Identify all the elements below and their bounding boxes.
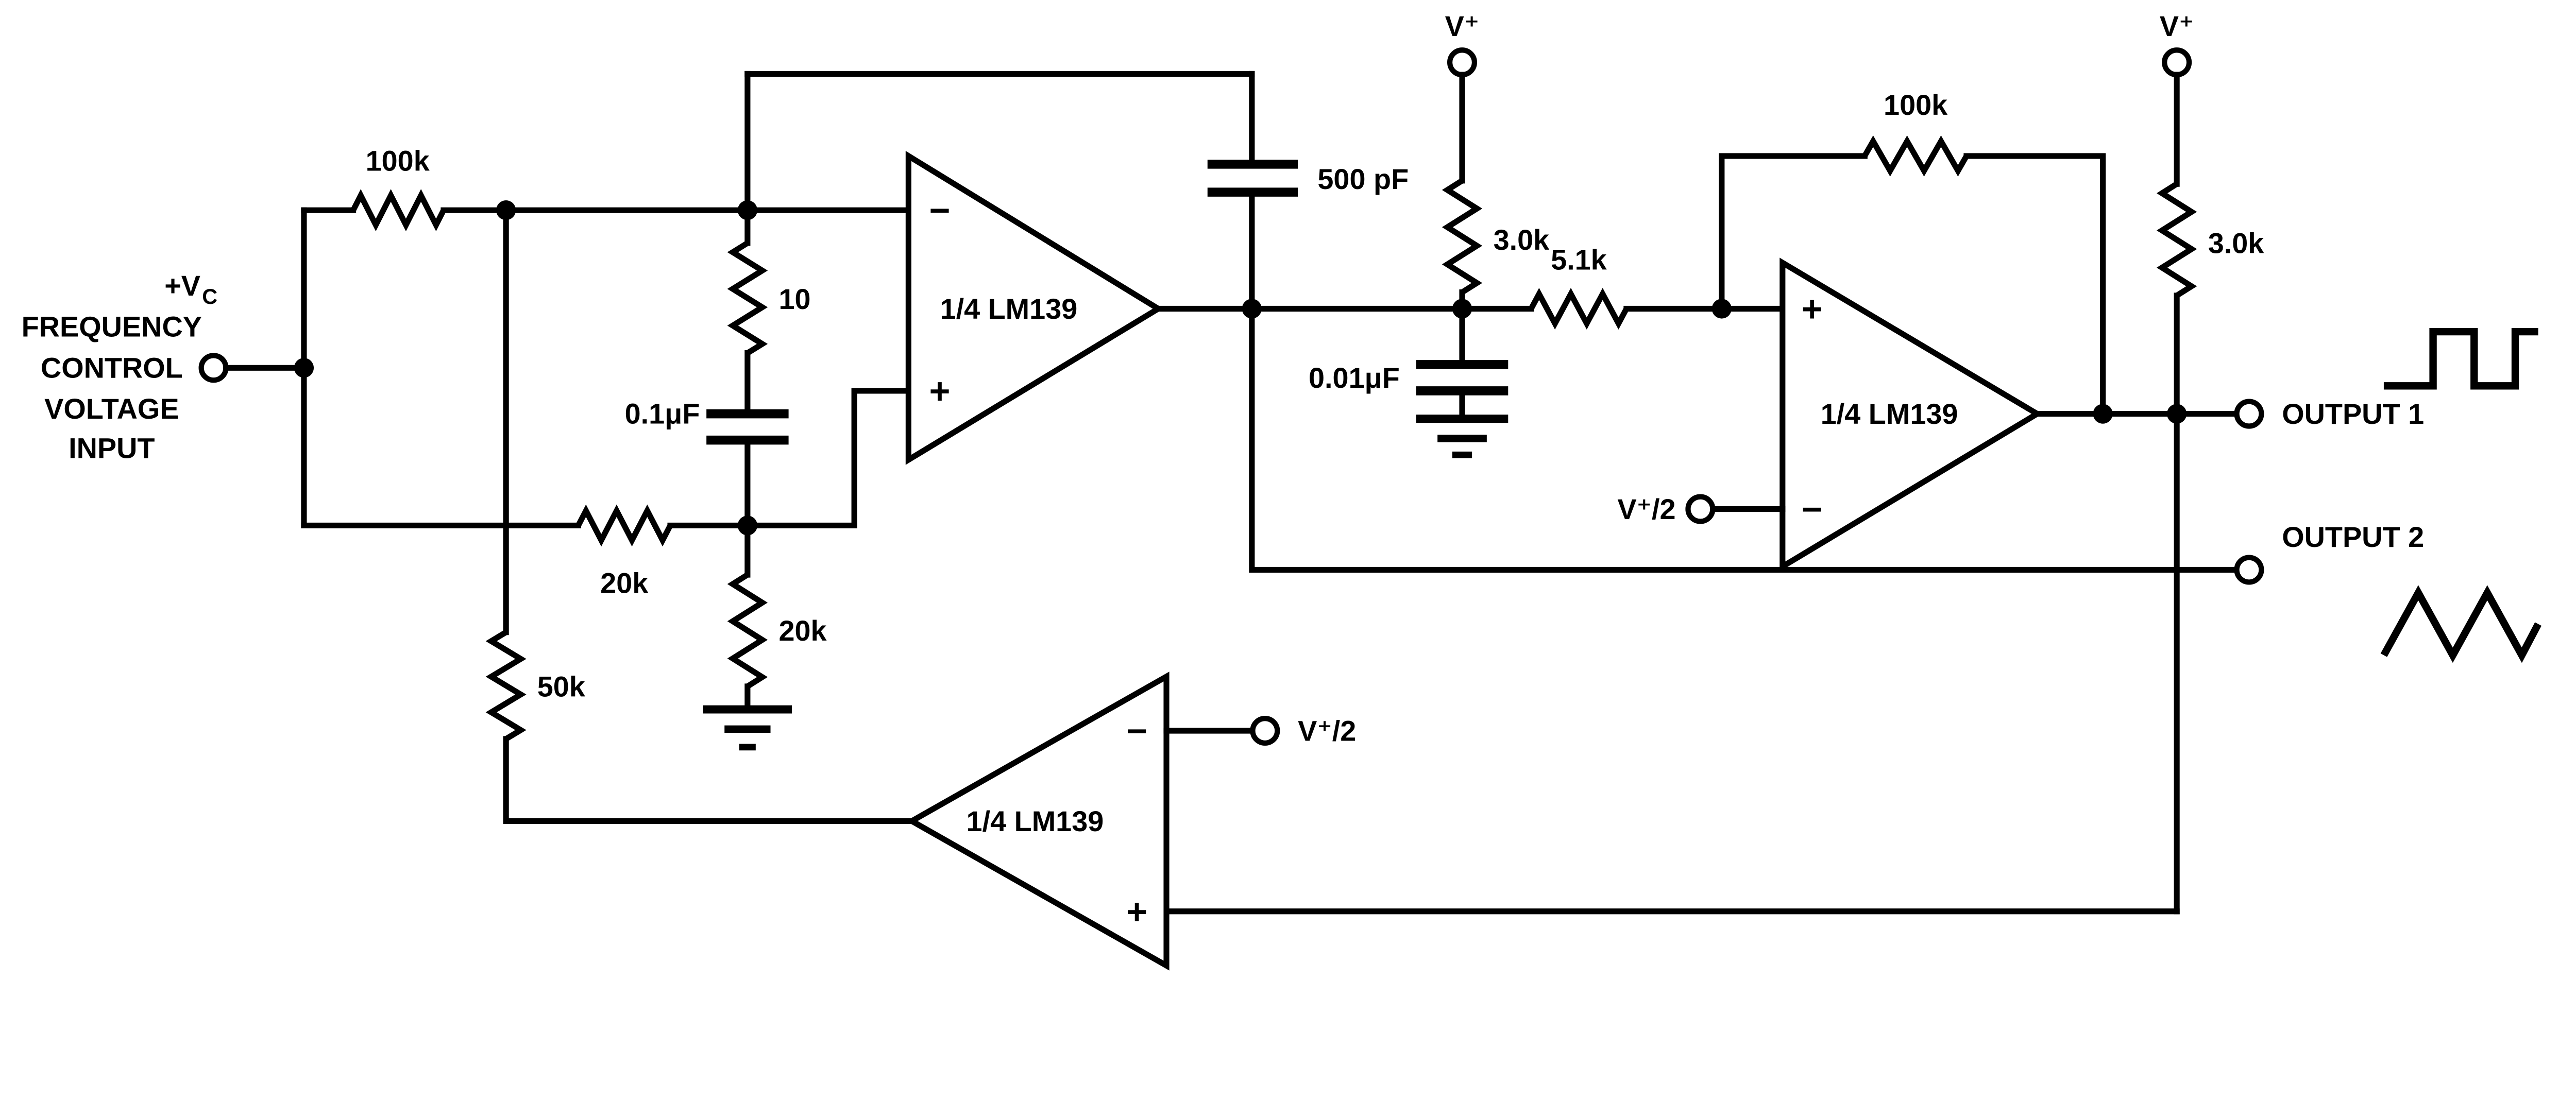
opamp2-label: 1/4 LM139: [1821, 398, 1958, 430]
input-label-line3: VOLTAGE: [44, 392, 179, 425]
wire: [1249, 305, 2239, 573]
resistor-zigzag: [1442, 178, 1483, 295]
resistor-100k-label: 100k: [366, 145, 430, 177]
opamp-triangle-icon: [905, 150, 1164, 465]
resistor-5k1-label: 5.1k: [1551, 243, 1607, 276]
opamp-triangle-icon: [1780, 257, 2043, 572]
resistor-100k-fb-label: 100k: [1884, 89, 1948, 121]
vhalf1-terminal-icon: [1685, 494, 1716, 524]
resistor-10-label: 10: [778, 283, 810, 315]
opamp-triangle-icon: [906, 672, 1170, 971]
resistor-50k-branch: 50k: [485, 207, 915, 824]
input-label-line4: INPUT: [69, 432, 155, 465]
plus-input-symbol: +: [929, 370, 950, 411]
comparator-3: − + 1/4 LM139 V⁺/2: [906, 672, 1356, 971]
comp1-output-row: 5.1k: [1155, 243, 1786, 330]
resistor-zigzag: [485, 629, 527, 742]
ground-icon: [703, 705, 792, 751]
row-20k-horizontal: 20k: [301, 388, 911, 599]
supply-column-1: V⁺ 3.0k 0.01μF: [1309, 10, 1550, 458]
junction-dot: [2093, 404, 2113, 424]
output1-label: OUTPUT 1: [2282, 398, 2424, 430]
vplus2-label: V⁺: [2160, 10, 2194, 42]
input-label-line2: CONTROL: [41, 351, 183, 384]
plus-input-symbol: +: [1126, 891, 1147, 932]
vplus2-terminal-icon: [2162, 47, 2192, 78]
wire: [851, 388, 911, 528]
input-label-vc: +V: [164, 269, 200, 302]
schematic-canvas: +V C FREQUENCY CONTROL VOLTAGE INPUT 100…: [21, 10, 2542, 971]
minus-input-symbol: −: [1126, 711, 1147, 751]
resistor-100k-input: 100k: [301, 145, 911, 232]
input-label-line1: FREQUENCY: [22, 311, 202, 343]
resistor-zigzag: [350, 189, 446, 232]
resistor-50k-label: 50k: [537, 670, 586, 702]
capacitor-001uf-label: 0.01μF: [1309, 362, 1400, 394]
vplus1-label: V⁺: [1445, 10, 1480, 42]
comparator-2: + − 1/4 LM139 V⁺/2: [1617, 257, 2043, 572]
comparator-1: − + 1/4 LM139: [905, 150, 1164, 465]
resistor-zigzag: [727, 240, 768, 356]
vhalf2-label: V⁺/2: [1298, 715, 1356, 747]
plus-input-symbol: +: [1802, 288, 1823, 329]
feedback-500pf: 500 pF: [744, 71, 1409, 312]
triangle-wave-icon: [2380, 585, 2542, 663]
rc-timing-column: 10 0.1μF: [625, 207, 811, 528]
output2-row: OUTPUT 2: [1249, 305, 2542, 663]
input-terminal-icon: [198, 353, 229, 383]
resistor-zigzag: [575, 504, 673, 547]
wire: [1963, 153, 2106, 417]
frequency-control-input: +V C FREQUENCY CONTROL VOLTAGE INPUT: [22, 207, 314, 528]
wire: [1719, 153, 1868, 312]
capacitor-500pf-label: 500 pF: [1317, 163, 1409, 195]
resistor-zigzag: [1529, 287, 1629, 330]
ground-icon: [1416, 415, 1509, 458]
output1-row: OUTPUT 1: [2034, 328, 2538, 430]
output2-terminal-icon: [2234, 555, 2264, 585]
output1-terminal-icon: [2234, 399, 2264, 429]
resistor-20k-v-label: 20k: [778, 614, 827, 647]
opamp1-label: 1/4 LM139: [940, 293, 1078, 325]
minus-input-symbol: −: [929, 190, 950, 231]
resistor-zigzag: [1862, 135, 1969, 177]
resistor-3k-a-label: 3.0k: [1494, 223, 1550, 256]
resistor-20k-to-ground: 20k: [703, 522, 827, 751]
opamp3-label: 1/4 LM139: [967, 805, 1104, 837]
supply-column-2: V⁺ 3.0k: [1163, 10, 2265, 915]
square-wave-icon: [2383, 328, 2538, 390]
vplus1-terminal-icon: [1447, 47, 1478, 78]
minus-input-symbol: −: [1802, 489, 1823, 529]
vhalf1-label: V⁺/2: [1617, 493, 1675, 525]
resistor-zigzag: [2156, 181, 2197, 298]
resistor-zigzag: [727, 572, 768, 689]
resistor-20k-h-label: 20k: [600, 567, 649, 599]
vco-schematic: +V C FREQUENCY CONTROL VOLTAGE INPUT 100…: [21, 10, 2542, 971]
vhalf2-terminal-icon: [1250, 715, 1280, 746]
wire: [503, 736, 915, 824]
capacitor-01uf-label: 0.1μF: [625, 398, 700, 430]
resistor-3k-b-label: 3.0k: [2208, 227, 2265, 259]
output2-label: OUTPUT 2: [2282, 521, 2424, 553]
input-label-vc-subscript: C: [202, 284, 217, 308]
feedback-100k: 100k: [1719, 89, 2106, 417]
